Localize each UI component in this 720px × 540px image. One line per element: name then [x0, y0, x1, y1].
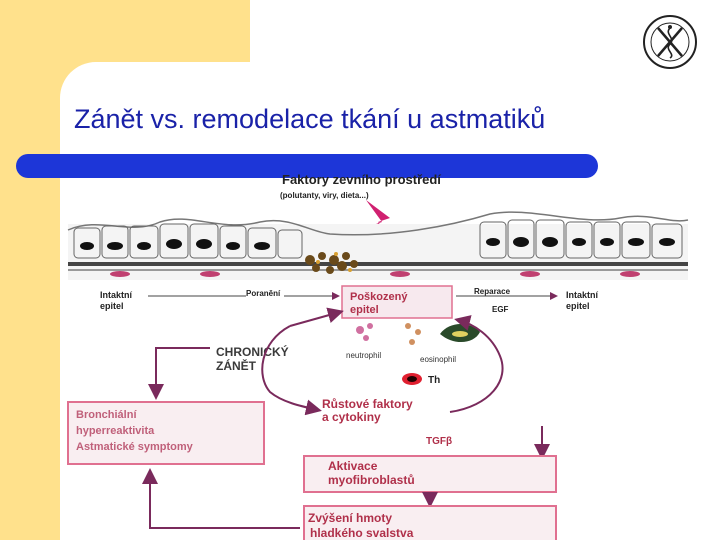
label-injury: Poranění: [246, 289, 281, 298]
environment-subtitle: (polutanty, viry, dieta...): [280, 191, 369, 200]
box-smooth-muscle-increase: [303, 505, 557, 540]
university-seal-icon: [643, 15, 697, 69]
lightning-bolt-icon: [366, 200, 396, 244]
th-cell-nucleus: [407, 376, 417, 382]
label-growth-2: a cytokiny: [322, 410, 381, 424]
label-intact-left-1: Intaktní: [100, 290, 133, 300]
label-damaged-1: Poškozený: [350, 291, 408, 303]
box-damaged-epithelium: [341, 285, 453, 319]
environment-title: Faktory zevního prostředí: [282, 172, 441, 187]
arrow-cycle-left: [261, 325, 322, 416]
label-neutrophil: neutrophil: [346, 351, 381, 360]
label-chronic-2: ZÁNĚT: [216, 358, 257, 373]
label-activation-1: Aktivace: [328, 459, 378, 473]
label-chronic-1: CHRONICKÝ: [216, 344, 289, 359]
epithelium-illustration: [67, 211, 689, 280]
label-growth-1: Růstové faktory: [322, 397, 413, 411]
asthma-remodeling-diagram: Faktory zevního prostředí (polutanty, vi…: [67, 172, 689, 540]
label-repair: Reparace: [474, 287, 511, 296]
title-underline-bar: [16, 154, 598, 178]
label-eosinophil: eosinophil: [420, 355, 456, 364]
box-bronchial-symptoms: [67, 401, 265, 465]
label-increase-2: hladkého svalstva: [310, 526, 414, 540]
arrow-cycle-right: [449, 315, 504, 413]
inflammatory-cells: [356, 323, 480, 345]
label-damaged-2: epitel: [350, 304, 379, 316]
label-intact-left-2: epitel: [100, 301, 124, 311]
arrow-muscle-to-bronchial: [142, 468, 300, 529]
arrow-chronic-line: [155, 347, 210, 388]
box-myofibroblast-activation: [303, 455, 557, 493]
arrow-to-damaged: [289, 307, 344, 327]
label-intact-right-1: Intaktní: [566, 290, 599, 300]
label-increase-1: Zvýšení hmoty: [308, 511, 392, 525]
label-activation-2: myofibroblastů: [328, 473, 415, 487]
label-bronch-2: hyperreaktivita: [76, 425, 155, 437]
label-egf: EGF: [492, 305, 509, 314]
label-th: Th: [428, 375, 440, 386]
slide-title: Zánět vs. remodelace tkání u astmatiků: [74, 104, 546, 134]
label-tgf: TGFβ: [426, 436, 452, 447]
label-bronch-1: Bronchiální: [76, 409, 137, 421]
label-bronch-3: Astmatické symptomy: [76, 441, 194, 453]
label-intact-right-2: epitel: [566, 301, 590, 311]
